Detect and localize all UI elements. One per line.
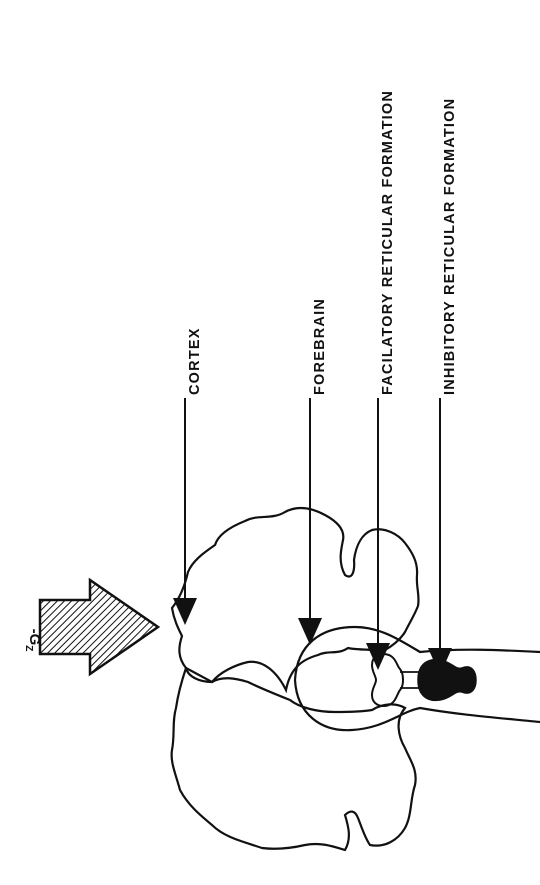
facilatory-label: FACILATORY RETICULAR FORMATION [380,90,396,395]
cortex-label: CORTEX [187,327,203,395]
inhibitory-formation-shape [418,660,476,701]
gz-symbol: G [26,634,43,646]
forebrain-label: FOREBRAIN [312,298,328,395]
inhibitory-label: INHIBITORY RETICULAR FORMATION [442,98,458,395]
gz-force-arrow-icon [40,580,158,674]
cortex-pointer [173,398,197,625]
brain-upper-lobe [172,508,419,690]
forebrain-pointer [298,398,322,645]
brain-lower-lobe [172,668,416,850]
inhibitory-pointer [428,398,452,675]
gz-subscript: Z [23,645,34,651]
